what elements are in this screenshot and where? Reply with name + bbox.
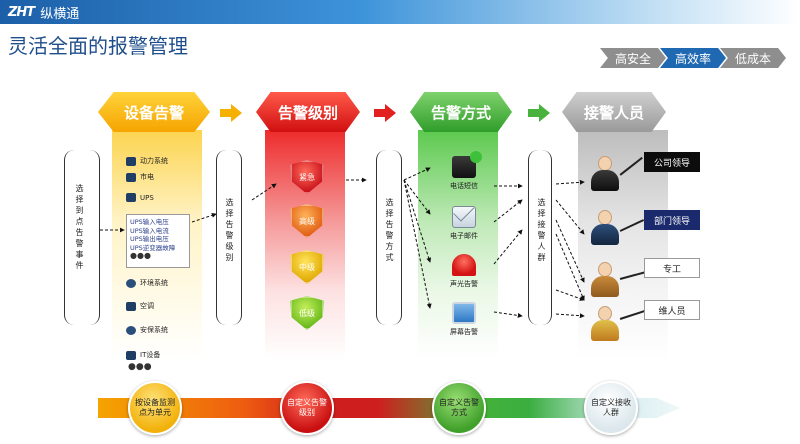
role-department-leader[interactable]: 部门领导 — [644, 210, 700, 230]
device-ups[interactable]: UPS — [126, 193, 154, 202]
more-dots: ●●● — [130, 252, 151, 260]
mail-icon — [452, 206, 476, 228]
method-email[interactable]: 电子邮件 — [434, 206, 494, 241]
stage-alarm-level: 告警级别 — [256, 92, 360, 132]
role-maintenance[interactable]: 维人员 — [644, 300, 700, 320]
power-icon — [126, 156, 136, 166]
ups-points-box: UPS输入电压 UPS输入电流 UPS输出电压 UPS逆变器故障 ●●● — [126, 214, 190, 268]
bracket-right — [202, 150, 242, 325]
arrow-right-icon — [220, 104, 242, 122]
device-env-system[interactable]: 环境系统 — [126, 278, 168, 288]
device-security-system[interactable]: 安保系统 — [126, 325, 168, 335]
security-icon — [126, 325, 136, 335]
person-manager-icon — [590, 210, 620, 246]
tag-low-cost: 低成本 — [720, 48, 786, 68]
select-people-label: 选择接警人群 — [537, 198, 546, 264]
it-device-icon — [126, 350, 136, 360]
arrow-right-icon — [374, 104, 396, 122]
siren-icon — [452, 254, 476, 276]
device-mains[interactable]: 市电 — [126, 172, 154, 182]
method-sound-light[interactable]: 声光告警 — [434, 254, 494, 289]
bracket-left — [528, 150, 568, 325]
bracket-left — [64, 150, 104, 325]
feature-custom-receivers: 自定义接收人群 — [584, 381, 638, 435]
person-executive-icon — [590, 156, 620, 192]
stage-alarm-method: 告警方式 — [410, 92, 512, 132]
company-logo: ZHT 纵横通 — [8, 3, 79, 22]
mains-icon — [126, 172, 136, 182]
select-levels-label: 选择告警级别 — [225, 198, 234, 264]
screen-icon — [452, 302, 476, 324]
aircon-icon — [126, 301, 136, 311]
role-company-leader[interactable]: 公司领导 — [644, 152, 700, 172]
feature-tags: 高安全 高效率 低成本 — [600, 48, 786, 68]
device-it[interactable]: IT设备 — [126, 350, 160, 360]
tag-high-security: 高安全 — [600, 48, 666, 68]
role-specialist[interactable]: 专工 — [644, 258, 700, 278]
arrow-right-icon — [528, 104, 550, 122]
feature-custom-method: 自定义告警方式 — [432, 381, 486, 435]
bracket-left — [376, 150, 416, 325]
tag-high-efficiency: 高效率 — [660, 48, 726, 68]
method-phone-sms[interactable]: 电话短信 — [434, 151, 494, 191]
ups-point[interactable]: UPS输入电流 — [130, 226, 169, 235]
stage-device-alarm: 设备告警 — [98, 92, 210, 132]
logo-mark: ZHT — [8, 5, 35, 20]
person-staff-icon — [590, 306, 620, 342]
device-aircon[interactable]: 空调 — [126, 301, 154, 311]
device-power-system[interactable]: 动力系统 — [126, 156, 168, 166]
ups-icon — [126, 193, 136, 202]
feature-custom-level: 自定义告警级别 — [280, 381, 334, 435]
bracket-left — [216, 150, 256, 325]
select-events-label: 选择到点告警事件 — [75, 184, 84, 272]
select-methods-label: 选择告警方式 — [385, 198, 394, 264]
bracket-right — [362, 150, 402, 325]
environment-icon — [126, 278, 136, 288]
logo-text: 纵横通 — [40, 7, 80, 22]
ups-point[interactable]: UPS逆变器故障 — [130, 243, 176, 252]
page-title: 灵活全面的报警管理 — [8, 34, 188, 58]
method-screen[interactable]: 屏幕告警 — [434, 302, 494, 337]
top-banner: ZHT 纵横通 — [0, 0, 800, 24]
feature-device-point-unit: 按设备监测点为单元 — [128, 381, 182, 435]
ups-point[interactable]: UPS输出电压 — [130, 235, 169, 243]
person-specialist-icon — [590, 262, 620, 298]
bracket-right — [60, 150, 100, 325]
bracket-right — [512, 150, 552, 325]
phone-icon — [452, 151, 482, 178]
process-arrow — [98, 398, 680, 418]
ups-point[interactable]: UPS输入电压 — [130, 218, 169, 226]
more-dots: ●●● — [128, 362, 152, 372]
stage-receivers: 接警人员 — [562, 92, 666, 132]
